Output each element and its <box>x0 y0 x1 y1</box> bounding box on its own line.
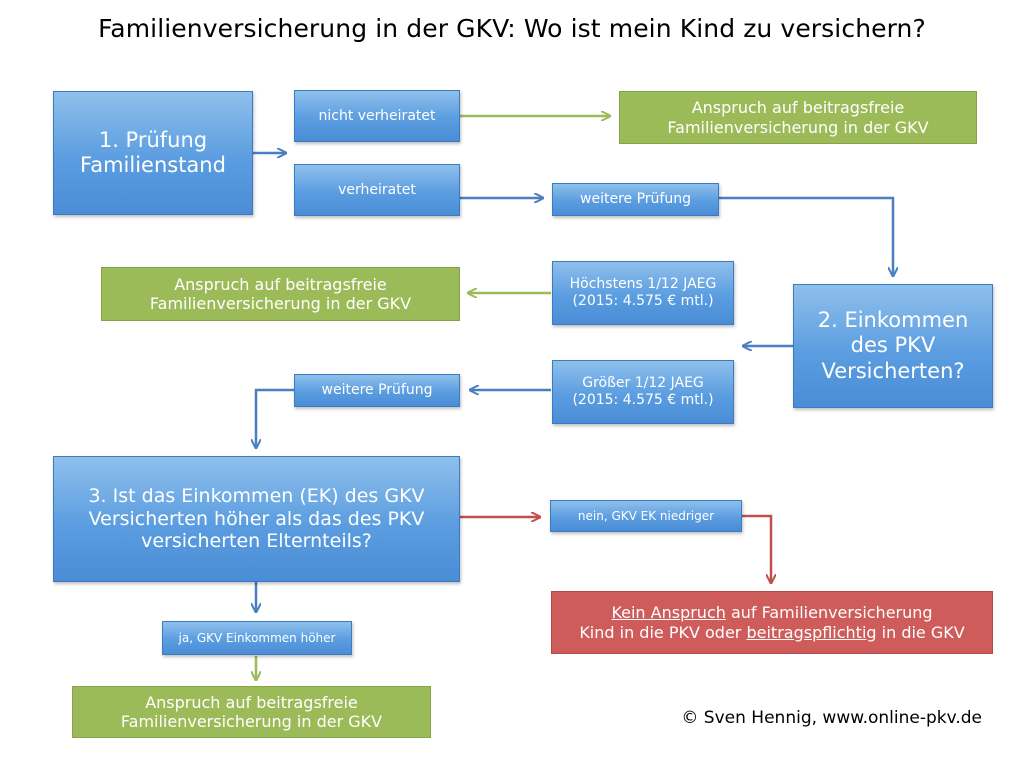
step2-line1: 2. Einkommen <box>817 308 969 333</box>
further-check-box-1: weitere Prüfung <box>552 183 719 216</box>
greater-income-box: Größer 1/12 JAEG (2015: 4.575 € mtl.) <box>552 360 734 424</box>
further-check-box-2: weitere Prüfung <box>294 374 460 407</box>
arrow-further-check-to-step3 <box>256 388 294 448</box>
married-label: verheiratet <box>338 181 416 198</box>
further-check-label-1: weitere Prüfung <box>580 191 691 208</box>
step2-income-box: 2. Einkommen des PKV Versicherten? <box>793 284 993 408</box>
max-income-line1: Höchstens 1/12 JAEG <box>569 276 717 293</box>
married-box: verheiratet <box>294 164 460 216</box>
result-top-line1: Anspruch auf beitragsfreie <box>691 98 905 118</box>
result-top-line2: Familienversicherung in der GKV <box>667 117 929 137</box>
no-claim-rest: auf Familienversicherung <box>725 603 933 623</box>
no-claim-line2: Kind in die PKV oder beitragspflichtig i… <box>579 623 964 642</box>
step1-marital-status-box: 1. Prüfung Familienstand <box>53 91 253 215</box>
yes-higher-label: ja, GKV Einkommen höher <box>178 630 336 645</box>
greater-income-line2: (2015: 4.575 € mtl.) <box>572 392 714 408</box>
step3-line3: versicherten Elternteils? <box>141 530 372 553</box>
contribution-liable-underlined: beitragspflichtig <box>746 622 877 642</box>
result-mid-line2: Familienversicherung in der GKV <box>149 294 412 313</box>
yes-higher-box: ja, GKV Einkommen höher <box>162 621 352 655</box>
step1-line2: Familienstand <box>80 153 226 177</box>
arrow-no-lower-to-no-claim <box>742 514 771 583</box>
greater-income-line1: Größer 1/12 JAEG <box>582 375 704 392</box>
step3-line2: Versicherten höher als das des PKV <box>88 507 425 530</box>
result-mid-line1: Anspruch auf beitragsfreie <box>174 274 387 294</box>
no-claim-part2-start: Kind in die PKV oder <box>579 622 747 642</box>
max-income-line2: (2015: 4.575 € mtl.) <box>572 293 714 309</box>
no-claim-part2-end: in die GKV <box>876 622 965 642</box>
no-lower-label: nein, GKV EK niedriger <box>577 508 715 523</box>
step2-line2: des PKV <box>850 333 936 358</box>
no-claim-line1: Kein Anspruch auf Familienversicherung <box>611 603 932 622</box>
result-mid-box: Anspruch auf beitragsfreie Familienversi… <box>101 267 460 321</box>
step3-income-comparison-box: 3. Ist das Einkommen (EK) des GKV Versic… <box>53 456 460 582</box>
step2-line3: Versicherten? <box>821 358 965 383</box>
result-top-box: Anspruch auf beitragsfreie Familienversi… <box>619 91 977 144</box>
step1-line1: 1. Prüfung <box>98 127 208 152</box>
further-check-label-2: weitere Prüfung <box>321 382 433 399</box>
diagram-title: Familienversicherung in der GKV: Wo ist … <box>98 14 926 43</box>
step3-line1: 3. Ist das Einkommen (EK) des GKV <box>88 484 425 507</box>
result-bottom-line1: Anspruch auf beitragsfreie <box>145 692 358 712</box>
not-married-box: nicht verheiratet <box>294 90 460 142</box>
max-income-box: Höchstens 1/12 JAEG (2015: 4.575 € mtl.) <box>552 261 734 325</box>
result-bottom-line2: Familienversicherung in der GKV <box>120 712 383 731</box>
arrow-further-check-to-step2 <box>719 196 893 276</box>
no-lower-box: nein, GKV EK niedriger <box>550 500 742 532</box>
copyright-notice: © Sven Hennig, www.online-pkv.de <box>681 708 982 728</box>
not-married-label: nicht verheiratet <box>318 107 436 124</box>
no-claim-underlined: Kein Anspruch <box>611 603 726 623</box>
result-bottom-box: Anspruch auf beitragsfreie Familienversi… <box>72 686 431 738</box>
no-claim-result-box: Kein Anspruch auf Familienversicherung K… <box>551 591 993 654</box>
